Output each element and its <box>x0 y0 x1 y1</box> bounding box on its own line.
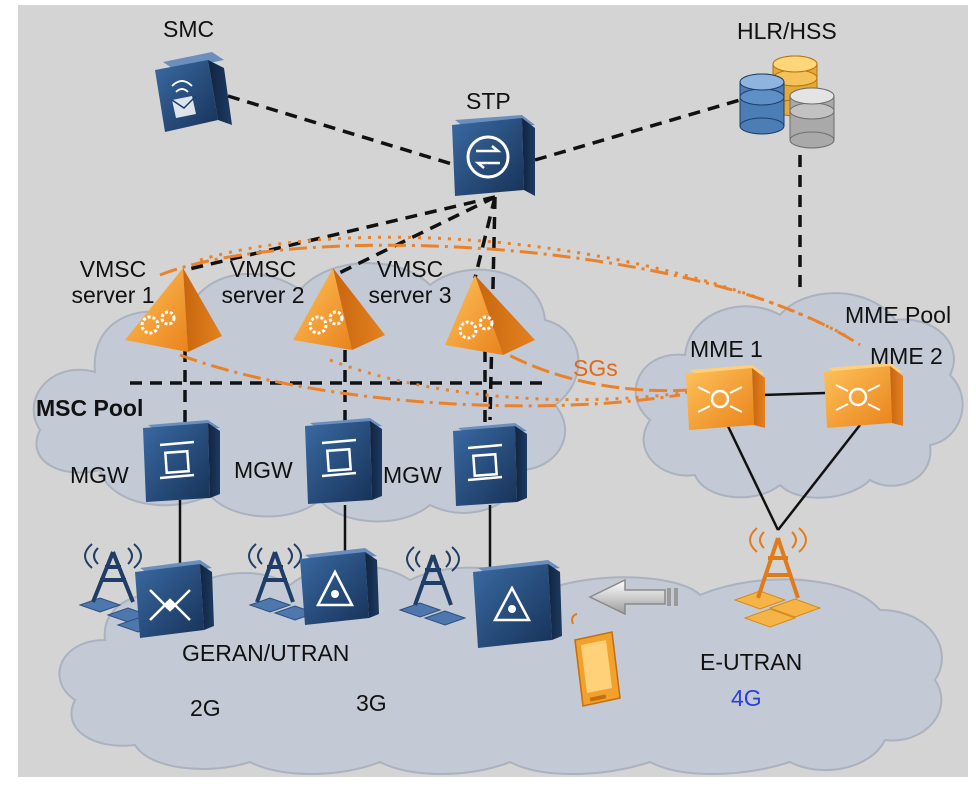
mme-1-device <box>686 365 765 430</box>
smc-device <box>155 52 232 132</box>
vmsc-server-2-label-line2: server 2 <box>221 282 305 309</box>
tower-2g-icon <box>91 551 135 603</box>
mobile-phone-icon <box>571 613 621 707</box>
ran-3g-site-2 <box>398 546 562 648</box>
msc-pool-label: MSC Pool <box>36 395 144 421</box>
mme-pool-label: MME Pool <box>845 302 952 328</box>
vmsc-server-2-label-line1: VMSC <box>229 256 297 282</box>
handover-arrow-icon <box>588 578 678 616</box>
mme-2-label: MME 2 <box>870 343 943 369</box>
vmsc-server-3-label: VMSC server 3 <box>355 256 465 309</box>
sgs-links <box>159 235 861 408</box>
tower-3g-icon <box>255 551 295 603</box>
vmsc-server-1-label-line2: server 1 <box>71 282 155 309</box>
ran-2g-site <box>78 543 214 638</box>
enodeb-site <box>733 527 822 628</box>
hlr-hss-label: HLR/HSS <box>737 18 837 44</box>
mgw-1-device <box>143 420 220 502</box>
3g-label: 3G <box>356 690 387 716</box>
stp-label: STP <box>466 88 511 114</box>
mgw-3-label: MGW <box>383 462 442 488</box>
4g-label: 4G <box>731 685 762 711</box>
signaling-links <box>130 94 802 425</box>
smc-label: SMC <box>163 16 215 42</box>
geran-utran-label: GERAN/UTRAN <box>182 640 350 666</box>
bearer-links <box>178 391 861 570</box>
mme-1-label: MME 1 <box>690 336 763 362</box>
2g-label: 2G <box>190 695 221 721</box>
vmsc-server-1-label: VMSC server 1 <box>58 256 168 309</box>
vmsc-server-1-device <box>125 268 222 352</box>
ran-3g-site <box>248 543 379 625</box>
mgw-1-label: MGW <box>70 462 129 488</box>
mgw-2-device <box>305 418 382 504</box>
mme-2-device <box>824 363 903 428</box>
mme-pool-cloud <box>634 292 964 499</box>
vmsc-server-2-label: VMSC server 2 <box>208 256 318 309</box>
e-utran-label: E-UTRAN <box>700 649 803 675</box>
vmsc-server-1-label-line1: VMSC <box>79 256 147 282</box>
hlr-hss-database <box>739 55 835 149</box>
vmsc-server-2-device <box>293 268 385 350</box>
tower-site3-icon <box>413 554 453 606</box>
sgs-label: SGs <box>573 355 618 381</box>
stp-device <box>452 115 535 196</box>
vmsc-server-3-label-line2: server 3 <box>368 282 452 309</box>
mgw-2-label: MGW <box>234 457 293 483</box>
vmsc-server-3-device <box>445 275 535 355</box>
mgw-3-device <box>453 423 527 506</box>
tower-4g-icon <box>756 537 800 599</box>
vmsc-server-3-label-line1: VMSC <box>376 256 444 282</box>
